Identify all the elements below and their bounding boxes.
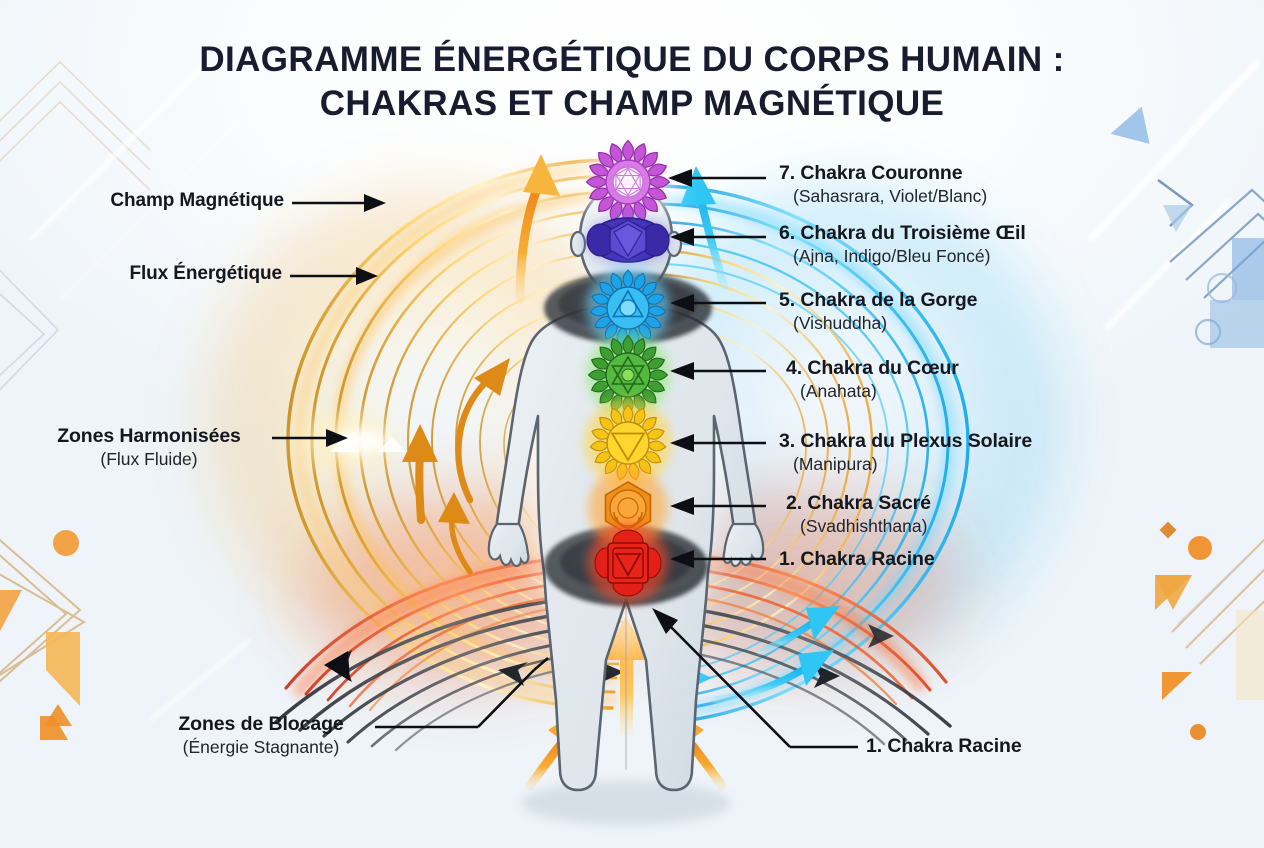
- leader-champ-magnetique: [292, 194, 386, 212]
- figure-ear-left: [569, 230, 587, 258]
- chakra-label-crown-title: 7. Chakra Couronne: [779, 162, 963, 184]
- flow-arrow-cyan-lower-b: [712, 650, 834, 704]
- annotation-champ-magnetique-label: Champ Magnétique: [110, 190, 284, 211]
- leader-zones-harmonisees: [272, 429, 348, 447]
- flow-marker-triangle-b: [378, 436, 406, 452]
- chakra-label-solar-plexus-title: 3. Chakra du Plexus Solaire: [779, 430, 1033, 452]
- background-decorations: [0, 57, 1264, 740]
- chakra-label-solar-plexus-subtitle: (Manipura): [793, 454, 878, 474]
- annotation-zones-harmonisees-sublabel: (Flux Fluide): [100, 449, 198, 469]
- flow-arrow-orange-mid: [455, 358, 510, 504]
- annotation-zones-harmonisees: Zones Harmonisées (Flux Fluide): [30, 425, 268, 470]
- chakra-label-solar-plexus: 3. Chakra du Plexus Solaire (Manipura): [779, 430, 1032, 475]
- chakra-label-heart: 4. Chakra du Cœur (Anahata): [786, 357, 959, 402]
- chakra-label-third-eye: 6. Chakra du Troisième Œil (Ajna, Indigo…: [779, 222, 1026, 267]
- flow-arrow-orange-lower: [438, 492, 473, 575]
- deco-orange-bottomleft: [0, 530, 252, 740]
- chakra-label-crown: 7. Chakra Couronne (Sahasrara, Violet/Bl…: [779, 162, 987, 207]
- chakra-symbol-solar-plexus[interactable]: [584, 399, 672, 487]
- annotation-zones-de-blocage-sublabel: (Énergie Stagnante): [182, 737, 340, 757]
- deco-orange-bottomright: [1155, 521, 1264, 740]
- annotation-zones-de-blocage: Zones de Blocage (Énergie Stagnante): [150, 713, 372, 758]
- chakra-label-crown-subtitle: (Sahasrara, Violet/Blanc): [793, 186, 988, 206]
- annotation-flux-energetique: Flux Énergétique: [0, 263, 282, 285]
- flow-arrow-gold-top: [515, 154, 560, 305]
- figure-hand-left: [487, 522, 530, 568]
- leader-chakra-racine-bottom: [652, 608, 858, 749]
- chakra-label-root-bottom-title: 1. Chakra Racine: [866, 735, 1022, 757]
- leader-zones-de-blocage: [324, 651, 549, 729]
- chakra-label-throat-title: 5. Chakra de la Gorge: [779, 289, 978, 311]
- flow-arrow-cyan-top: [680, 166, 728, 290]
- chakra-symbol-sacral[interactable]: [588, 468, 668, 548]
- annotation-zones-harmonisees-label: Zones Harmonisées: [57, 425, 241, 447]
- chakra-symbol-root[interactable]: [588, 523, 668, 603]
- deco-diamond-left: [0, 269, 60, 391]
- chakra-label-sacral-subtitle: (Svadhishthana): [800, 516, 928, 536]
- chakra-label-heart-subtitle: (Anahata): [800, 381, 877, 401]
- annotation-leaders: [272, 169, 858, 749]
- chakra-symbol-throat[interactable]: [586, 266, 670, 350]
- chakra-symbol-third-eye[interactable]: [584, 214, 672, 266]
- annotation-champ-magnetique: Champ Magnétique: [0, 190, 284, 212]
- deco-circle-right: [1207, 273, 1237, 303]
- field-arcs-left: [286, 158, 631, 710]
- leader-chakra-racine: [670, 550, 766, 568]
- chakra-symbol-crown[interactable]: [584, 138, 672, 226]
- chakra-label-throat-subtitle: (Vishuddha): [793, 313, 888, 333]
- chakra-label-third-eye-title: 6. Chakra du Troisième Œil: [779, 222, 1026, 244]
- deco-blue-topright: [1087, 57, 1264, 348]
- flow-arrow-orange-left: [402, 424, 438, 524]
- chakra-label-heart-title: 4. Chakra du Cœur: [786, 357, 959, 379]
- leader-chakra-coeur: [670, 362, 766, 380]
- chakra-label-throat: 5. Chakra de la Gorge (Vishuddha): [779, 289, 978, 334]
- leader-chakra-sacre: [670, 497, 766, 515]
- chakra-label-sacral: 2. Chakra Sacré (Svadhishthana): [786, 492, 931, 537]
- chakra-label-root-bottom: 1. Chakra Racine: [866, 735, 1022, 758]
- leader-chakra-plexus-solaire: [670, 434, 766, 452]
- flow-arrow-cyan-lower-a: [756, 606, 840, 656]
- chakra-label-root-title: 1. Chakra Racine: [779, 548, 935, 570]
- leader-flux-energetique: [290, 267, 378, 285]
- chakra-symbol-heart[interactable]: [586, 333, 670, 417]
- annotation-zones-de-blocage-label: Zones de Blocage: [178, 713, 344, 735]
- chakra-label-third-eye-subtitle: (Ajna, Indigo/Bleu Foncé): [793, 246, 991, 266]
- leader-chakra-troisieme-oeil: [670, 228, 766, 246]
- leader-chakra-couronne: [668, 169, 766, 187]
- chakra-label-root: 1. Chakra Racine: [779, 548, 935, 571]
- leader-chakra-gorge: [670, 294, 766, 312]
- flow-marker-triangle-a: [330, 436, 358, 452]
- figure-ground-shadow: [522, 781, 730, 825]
- blockage-arrow-right: [814, 624, 894, 688]
- chakra-symbols: [584, 138, 672, 603]
- annotation-flux-energetique-label: Flux Énergétique: [129, 263, 282, 284]
- chakra-label-sacral-title: 2. Chakra Sacré: [786, 492, 931, 514]
